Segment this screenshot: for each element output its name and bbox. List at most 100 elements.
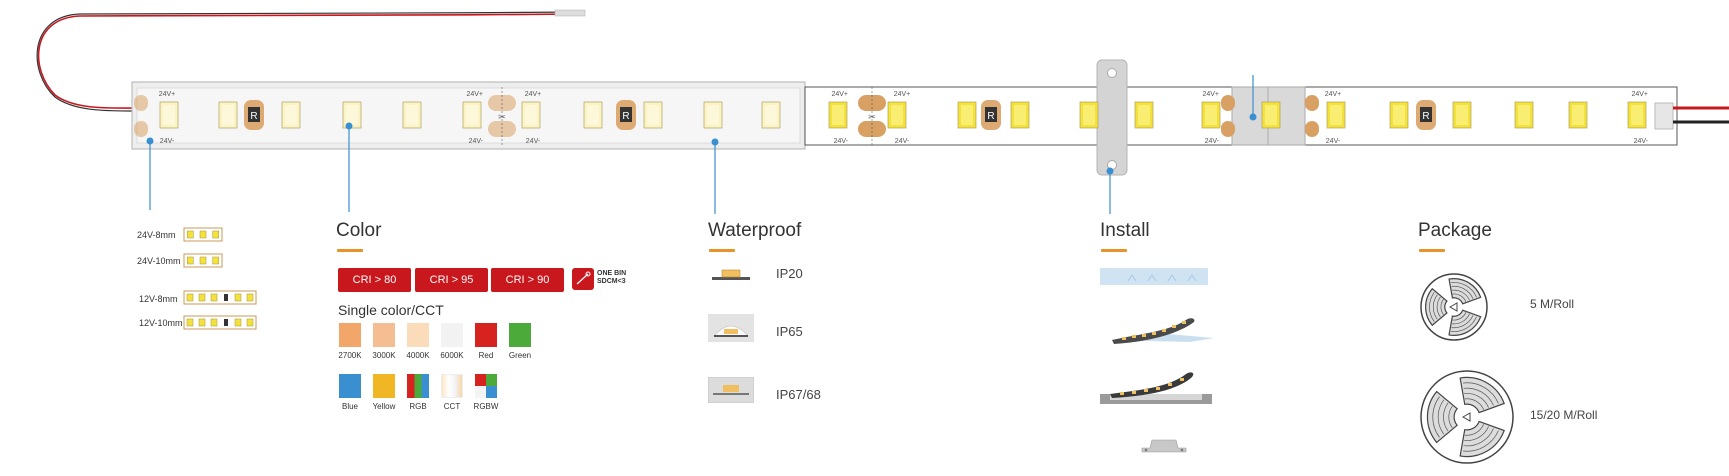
swatch-3000k[interactable]: [373, 323, 395, 347]
end-cap: [1654, 102, 1674, 130]
mini-led: [234, 293, 242, 302]
swatch-label: 6000K: [440, 351, 464, 360]
swatch-label: 4000K: [406, 351, 430, 360]
mini-led: [246, 293, 254, 302]
resistor: R: [1416, 100, 1436, 130]
mini-led: [210, 318, 218, 327]
mini-strip: [183, 290, 257, 305]
reel-hub: [1448, 302, 1458, 312]
callout-dot-size: [146, 137, 154, 145]
callout-dot-package: [1249, 113, 1257, 121]
cri-90-button[interactable]: CRI > 90: [491, 268, 564, 292]
mini-led: [212, 256, 219, 265]
solder-pad: [1221, 95, 1235, 111]
reel-large-icon: [1420, 370, 1514, 464]
mini-led: [234, 318, 242, 327]
size-strip-icons: [183, 227, 257, 330]
reel-spoke: [1459, 420, 1505, 458]
ip67-label: IP67/68: [776, 387, 821, 402]
resistor-label: R: [987, 111, 994, 122]
swatch-rgb[interactable]: [407, 374, 429, 398]
swatch-2700k[interactable]: [339, 323, 361, 347]
solder-pad: [134, 95, 148, 111]
color-underline: [337, 249, 363, 252]
neg-label: 24V-: [834, 138, 849, 145]
cri-95-button[interactable]: CRI > 95: [415, 268, 488, 292]
svg-text:✂: ✂: [868, 112, 876, 122]
solder-pad: [1305, 95, 1319, 111]
color-title: Color: [336, 220, 382, 241]
led-chip: [1326, 101, 1346, 129]
mini-led: [186, 318, 194, 327]
led-chip: [1568, 101, 1588, 129]
mini-led: [210, 293, 218, 302]
mini-strip: [183, 227, 223, 242]
swatch-yellow[interactable]: [373, 374, 395, 398]
neg-label: 24V-: [895, 138, 910, 145]
led-chip: [1134, 101, 1154, 129]
swatch-blue[interactable]: [339, 374, 361, 398]
channel-mount-icon: [1100, 372, 1212, 404]
mini-led: [198, 293, 206, 302]
swatch-red[interactable]: [475, 323, 497, 347]
cri-80-button[interactable]: CRI > 80: [338, 268, 411, 292]
ip65-label: IP65: [776, 324, 803, 339]
led-chip: [887, 101, 907, 129]
swatch-label: CCT: [443, 402, 461, 411]
led-chip: [1627, 101, 1647, 129]
led-chip: [957, 101, 977, 129]
pos-label: 24V+: [894, 91, 911, 98]
led-chip: [402, 101, 422, 129]
led-chip: [1261, 101, 1281, 129]
mini-resistor: [224, 294, 228, 301]
swatch-label: Red: [478, 351, 494, 360]
cut-point: ✂: [488, 87, 516, 145]
swatch-6000k[interactable]: [441, 323, 463, 347]
reel-small-label: 5 M/Roll: [1530, 297, 1575, 311]
package-underline: [1419, 249, 1445, 252]
mini-led: [187, 256, 194, 265]
swatch-rgbw[interactable]: [475, 374, 497, 398]
mini-led: [246, 318, 254, 327]
waterproof-underline: [709, 249, 735, 252]
onebin-line1: ONE BIN: [597, 270, 627, 277]
input-wire-red: [37, 13, 581, 109]
neg-label: 24V-: [1205, 138, 1220, 145]
resistor-label: R: [250, 111, 257, 122]
install-title: Install: [1100, 220, 1150, 241]
callout-dot-waterproof: [711, 138, 719, 146]
led-chip: [281, 101, 301, 129]
led-chip: [1389, 101, 1409, 129]
ip20-label: IP20: [776, 266, 803, 281]
install-underline: [1101, 249, 1127, 252]
single-color-label: Single color/CCT: [338, 302, 444, 318]
led-chip: [761, 101, 781, 129]
callout-dot-install: [1106, 167, 1114, 175]
neg-label: 24V-: [1326, 138, 1341, 145]
swatch-label: RGBW: [473, 402, 499, 411]
peel-tape-icon: [1110, 318, 1214, 344]
mounting-clip-icon: [1141, 439, 1187, 453]
reel-spoke: [1459, 376, 1505, 414]
swatch-label: Yellow: [372, 402, 396, 411]
led-chip: [1201, 101, 1221, 129]
mini-led: [212, 230, 219, 239]
adhesive-tape-icon: [1100, 268, 1208, 285]
led-chip: [1514, 101, 1534, 129]
mini-led: [199, 230, 207, 239]
swatch-4000k[interactable]: [407, 323, 429, 347]
swatch-green[interactable]: [509, 323, 531, 347]
neg-label: 24V-: [469, 138, 484, 145]
led-chip: [159, 101, 179, 129]
neg-label: 24V-: [526, 138, 541, 145]
resistor: R: [981, 100, 1001, 130]
resistor-label: R: [1422, 111, 1429, 122]
ip65-icon: [708, 314, 754, 342]
swatch-label: Green: [508, 351, 532, 360]
package-title: Package: [1418, 220, 1492, 241]
led-chip: [1010, 101, 1030, 129]
swatch-cct[interactable]: [441, 374, 463, 398]
cut-point: ✂: [858, 87, 886, 145]
swatch-label: 3000K: [372, 351, 396, 360]
